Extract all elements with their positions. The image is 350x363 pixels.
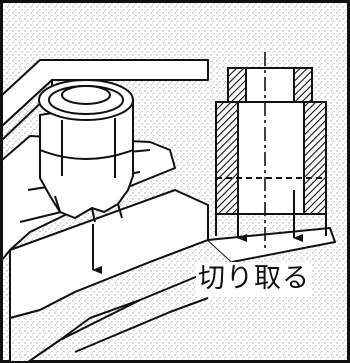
cut-off-label: 切り取る: [196, 262, 312, 296]
pipe-fitting: [38, 79, 134, 223]
tube-section: [215, 67, 327, 236]
